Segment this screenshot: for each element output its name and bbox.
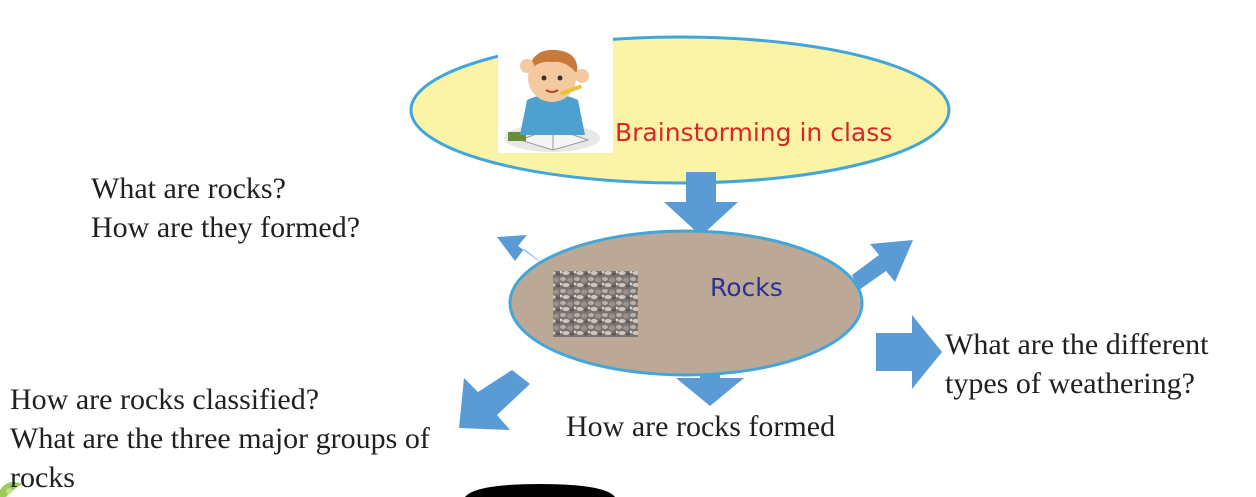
black-semicircle [465, 484, 615, 497]
question-line: How are rocks classified? [10, 383, 320, 416]
arrow-down-bottom [676, 370, 744, 406]
question-top-left: What are rocks? How are they formed? [91, 169, 360, 247]
question-line: What are the different [945, 328, 1209, 361]
leaf-corner-decoration [0, 482, 22, 497]
arrow-top-left [497, 235, 545, 265]
question-line: How are rocks formed [566, 410, 836, 443]
center-node-label: Rocks [710, 273, 783, 302]
gravel-photo [553, 271, 638, 337]
question-right: What are the different types of weatheri… [945, 325, 1208, 403]
center-node-ellipse [508, 229, 864, 377]
question-bottom: How are rocks formed [566, 407, 835, 446]
top-node-ellipse [409, 35, 951, 185]
arrow-right [876, 315, 942, 389]
question-bottom-left: How are rocks classified? What are the t… [10, 380, 430, 497]
question-line: What are the three major groups of [10, 422, 430, 455]
question-line: How are they formed? [91, 211, 361, 244]
question-line: types of weathering? [945, 367, 1195, 400]
arrow-top-right [852, 240, 913, 290]
question-line: What are rocks? [91, 172, 286, 205]
top-node-label: Brainstorming in class [615, 118, 893, 147]
boy-thinking-illustration [498, 37, 613, 153]
question-line: rocks [10, 461, 75, 494]
arrow-bottom-left [459, 370, 530, 430]
arrow-down-top [664, 172, 738, 236]
